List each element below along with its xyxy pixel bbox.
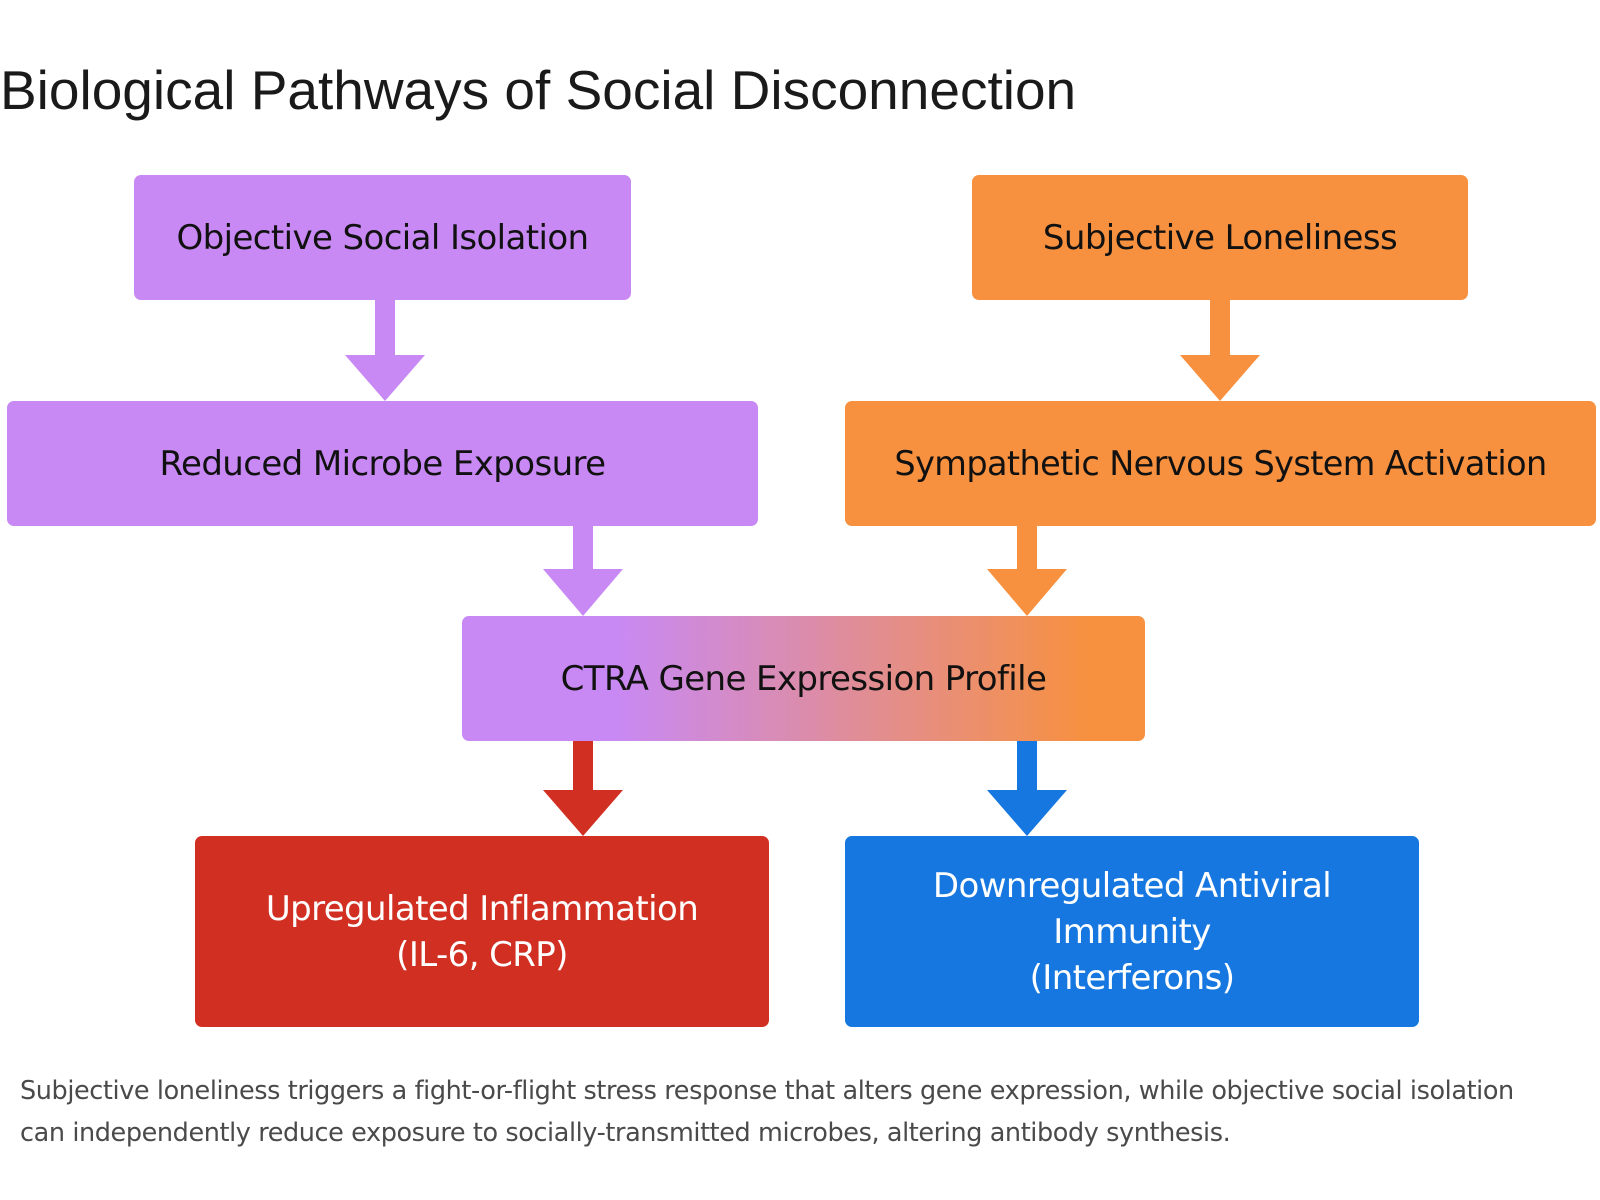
node-subjective-loneliness: Subjective Loneliness bbox=[972, 175, 1468, 300]
node-objective-social-isolation: Objective Social Isolation bbox=[134, 175, 631, 300]
node-label: Reduced Microbe Exposure bbox=[159, 443, 607, 484]
arrow-ctra-to-antiviral bbox=[987, 741, 1067, 836]
node-reduced-microbe-exposure: Reduced Microbe Exposure bbox=[7, 401, 758, 526]
node-label: Downregulated Antiviral Immunity (Interf… bbox=[932, 865, 1332, 998]
node-upregulated-inflammation: Upregulated Inflammation (IL-6, CRP) bbox=[195, 836, 769, 1027]
node-label: Sympathetic Nervous System Activation bbox=[894, 443, 1547, 483]
arrow-loneliness-to-sns bbox=[1180, 300, 1260, 401]
arrow-isolation-to-microbe bbox=[345, 300, 425, 401]
node-label: Upregulated Inflammation (IL-6, CRP) bbox=[265, 888, 699, 975]
arrow-microbe-to-ctra bbox=[543, 526, 623, 616]
figure-caption: Subjective loneliness triggers a fight-o… bbox=[20, 1076, 1514, 1148]
node-downregulated-antiviral-immunity: Downregulated Antiviral Immunity (Interf… bbox=[845, 836, 1419, 1027]
node-label: Objective Social Isolation bbox=[176, 217, 590, 258]
arrow-sns-to-ctra bbox=[987, 526, 1067, 616]
node-sympathetic-nervous-system-activation: Sympathetic Nervous System Activation bbox=[845, 401, 1596, 526]
node-ctra-gene-expression-profile: CTRA Gene Expression Profile bbox=[462, 616, 1145, 741]
page-title: Biological Pathways of Social Disconnect… bbox=[0, 59, 1077, 121]
arrow-ctra-to-inflammation bbox=[543, 741, 623, 836]
node-label: CTRA Gene Expression Profile bbox=[560, 658, 1047, 699]
node-label: Subjective Loneliness bbox=[1042, 217, 1398, 258]
